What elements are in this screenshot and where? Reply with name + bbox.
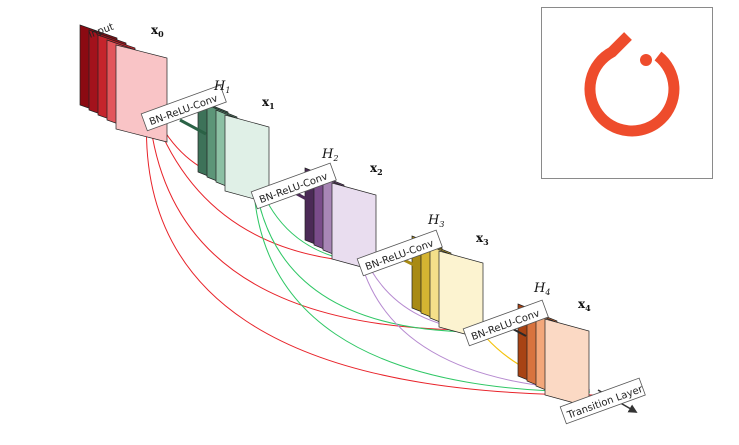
feature-map-stack-2 [304, 167, 377, 272]
h2-label: H2 [321, 147, 338, 163]
connection-x1-x4 [252, 164, 591, 393]
x3-label: x3 [476, 231, 489, 247]
x4-label: x4 [578, 297, 591, 313]
connection-x0-x3 [147, 97, 476, 331]
feature-map-sheet [115, 44, 168, 143]
connection-x0-x4 [146, 97, 596, 396]
feature-map-stack-1 [197, 99, 270, 204]
h1-label: H1 [213, 79, 230, 95]
pytorch-logo-icon [584, 32, 680, 137]
x1-label: x1 [262, 95, 275, 111]
feature-map-stack-3 [411, 235, 484, 340]
arrow-x0-h1 [179, 118, 207, 136]
feature-map-stacks [79, 24, 590, 408]
feature-map-stack-4 [517, 303, 590, 408]
feature-map-sheet [544, 318, 590, 408]
h4-label: H4 [533, 281, 550, 297]
x0-label: x0 [151, 23, 164, 39]
x2-label: x2 [370, 161, 383, 177]
feature-map-stack-0 [79, 24, 168, 143]
h3-label: H3 [427, 213, 444, 229]
logo-panel [541, 7, 713, 179]
